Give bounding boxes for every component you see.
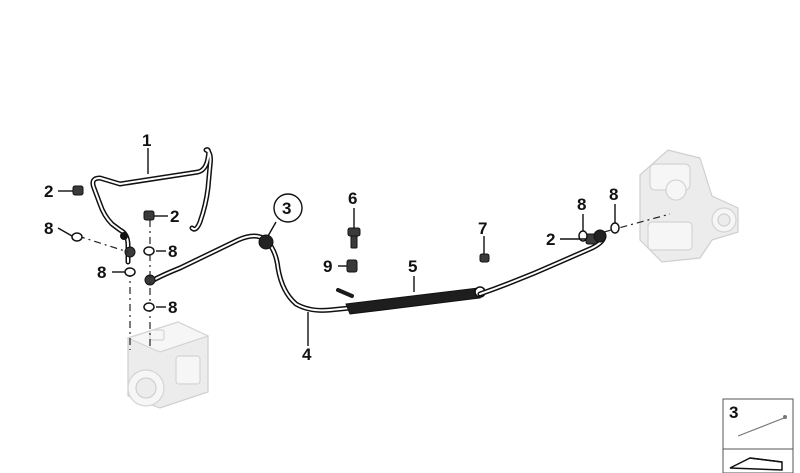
- callout-4: 4: [302, 345, 312, 364]
- callout-3-ring: [273, 193, 303, 223]
- legend-box: 3: [722, 398, 794, 473]
- bolt-icon: [347, 227, 361, 237]
- abs-unit: [126, 321, 210, 409]
- callout-2: 2: [44, 182, 53, 201]
- bolt-icon: [346, 259, 358, 273]
- bolt-icon: [350, 235, 358, 249]
- brake-caliper: [639, 149, 739, 263]
- callout-8: 8: [577, 195, 586, 214]
- callout-8: 8: [97, 263, 106, 282]
- seal-ring-icon: [143, 246, 155, 256]
- callout-9: 9: [323, 257, 332, 276]
- leader-lines: [57, 148, 616, 346]
- callout-2: 2: [170, 207, 179, 226]
- callout-8: 8: [168, 298, 177, 317]
- cable-tie-icon: [737, 417, 785, 437]
- callout-5: 5: [408, 257, 417, 276]
- hardware: [71, 185, 620, 312]
- callout-8: 8: [44, 219, 53, 238]
- legend-label: 3: [729, 403, 738, 422]
- seal-ring-icon: [143, 302, 155, 312]
- bolt-icon: [72, 185, 84, 196]
- callout-8: 8: [609, 185, 618, 204]
- callout-1: 1: [142, 131, 151, 150]
- bolt-icon: [143, 210, 155, 221]
- callout-labels: 1 2 2 2 3 4 5 6 7 8 8 8 8 8 8 9: [44, 131, 618, 364]
- brake-pipe-part-1: [90, 147, 213, 265]
- seal-ring-icon: [610, 222, 620, 234]
- bolt-icon: [479, 253, 490, 263]
- seal-ring-icon: [124, 267, 136, 277]
- callout-6: 6: [348, 189, 357, 208]
- callout-2: 2: [546, 230, 555, 249]
- callout-3: 3: [282, 199, 291, 218]
- brake-hose-part-4: [144, 233, 353, 313]
- callout-7: 7: [478, 219, 487, 238]
- callout-8: 8: [168, 242, 177, 261]
- protective-sleeve-part-5: [336, 233, 607, 315]
- seal-ring-icon: [71, 232, 83, 242]
